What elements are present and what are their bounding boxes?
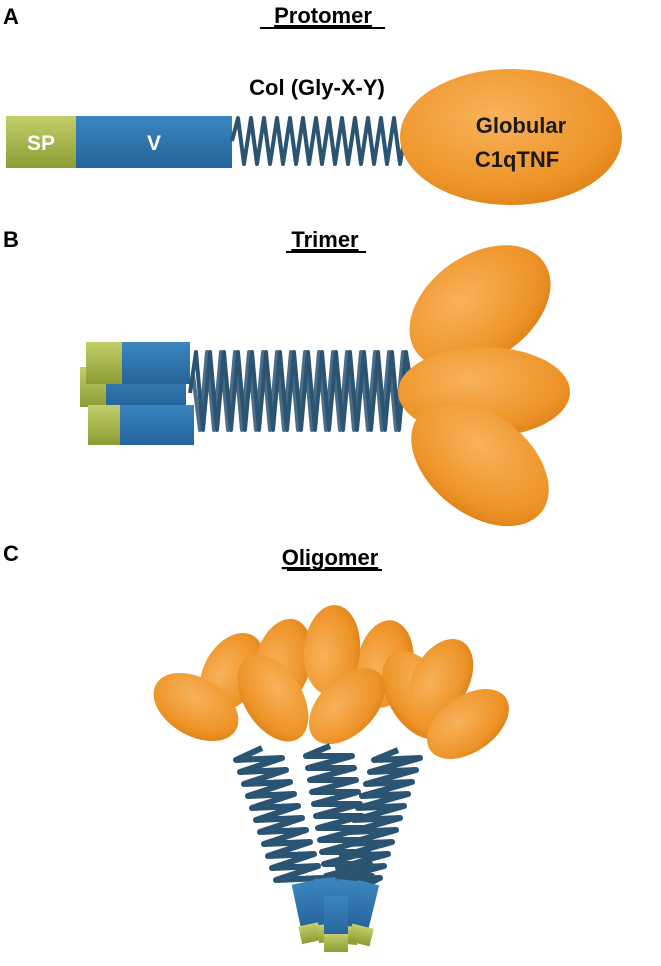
oligomer-n-terminal-bundle: [291, 876, 380, 952]
panel-title-oligomer: Oligomer: [282, 545, 379, 570]
panel-letter-a: A: [3, 4, 19, 29]
globular-domain-trimer-bottom: [411, 401, 549, 527]
globular-domain-protomer: [400, 69, 622, 205]
collagen-coil-protomer: [230, 116, 412, 166]
oligomer-globular-heads: [153, 605, 509, 759]
v-domain: [76, 116, 232, 168]
panel-letter-b: B: [3, 227, 19, 252]
panel-title-protomer: Protomer: [274, 3, 372, 28]
globular-label-line2: C1qTNF: [475, 147, 559, 172]
panel-title-trimer: Trimer: [291, 227, 359, 252]
collagen-coil-oligomer-right: [331, 747, 423, 893]
globular-domain-trimer-top: [409, 245, 551, 369]
collagen-coil-oligomer-left: [233, 745, 325, 891]
collagen-coil-trimer-back: [191, 350, 412, 432]
collagen-coil-oligomer-middle: [303, 743, 375, 889]
v-label: V: [147, 132, 161, 155]
trimer-n-terminal-stack: [80, 342, 194, 445]
sp-label: SP: [27, 132, 55, 155]
panel-letter-c: C: [3, 541, 19, 566]
sp-domain: [6, 116, 76, 168]
globular-label-line1: Globular: [476, 113, 567, 138]
col-label: Col (Gly-X-Y): [249, 75, 385, 100]
